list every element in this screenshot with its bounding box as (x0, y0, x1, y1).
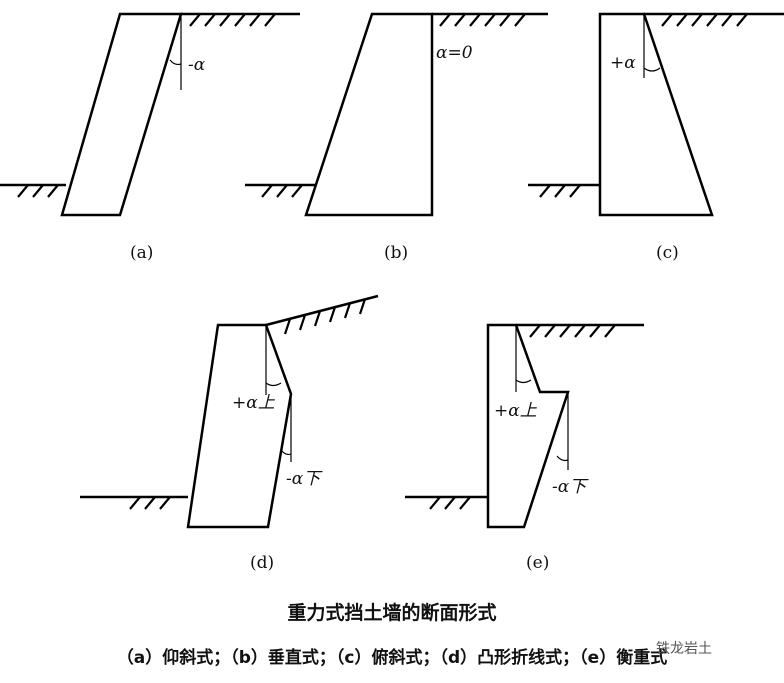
angle-arc-c (643, 67, 661, 72)
angle-arc-d-upper (265, 382, 282, 387)
wall-a (60, 12, 183, 217)
hatch-d-slope (283, 298, 367, 335)
hatch-b-top (439, 13, 526, 27)
panel-b: α=0 (b) (245, 12, 548, 263)
angle-label-a: -α (188, 55, 206, 75)
panel-a: -α (a) (0, 12, 300, 263)
hatch-a-bottom (17, 184, 59, 198)
figure-caption: （a）仰斜式；（b）垂直式；（c）俯斜式；（d）凸形折线式；（e）衡重式 (116, 648, 668, 668)
angle-label-d-lower: -α下 (286, 469, 323, 489)
angle-label-d-upper: +α上 (232, 393, 276, 413)
figure-title: 重力式挡土墙的断面形式 (287, 602, 497, 624)
hatch-d-bottom (129, 496, 171, 510)
ground-d-slope (265, 294, 379, 327)
panel-label-b: (b) (384, 243, 408, 263)
hatch-b-bottom (261, 184, 303, 198)
angle-label-c: +α (610, 53, 636, 73)
wall-c (598, 12, 714, 217)
angle-label-e-upper: +α上 (494, 401, 538, 421)
hatch-c-bottom (539, 184, 581, 198)
wall-d (186, 323, 293, 529)
hatch-a-top (189, 13, 276, 27)
panel-label-d: (d) (250, 553, 274, 573)
angle-arc-d-lower (280, 449, 292, 456)
angle-arc-a (169, 59, 182, 66)
hatch-e-bottom (429, 496, 471, 510)
wall-b (304, 12, 434, 217)
angle-label-e-lower: -α下 (552, 477, 589, 497)
angle-label-b: α=0 (436, 43, 473, 63)
hatch-e-top (529, 324, 616, 338)
panel-label-e: (e) (526, 553, 549, 573)
panel-d: +α上 -α下 (d) (80, 294, 379, 573)
angle-arc-e-lower (556, 455, 569, 462)
angle-arc-e-upper (515, 379, 532, 384)
panel-c: +α (c) (528, 12, 784, 263)
watermark: 铁龙岩土 (656, 641, 712, 657)
panel-label-c: (c) (656, 243, 679, 263)
hatch-c-top (661, 13, 748, 27)
panel-label-a: (a) (130, 243, 153, 263)
panel-e: +α上 -α下 (e) (405, 323, 644, 573)
